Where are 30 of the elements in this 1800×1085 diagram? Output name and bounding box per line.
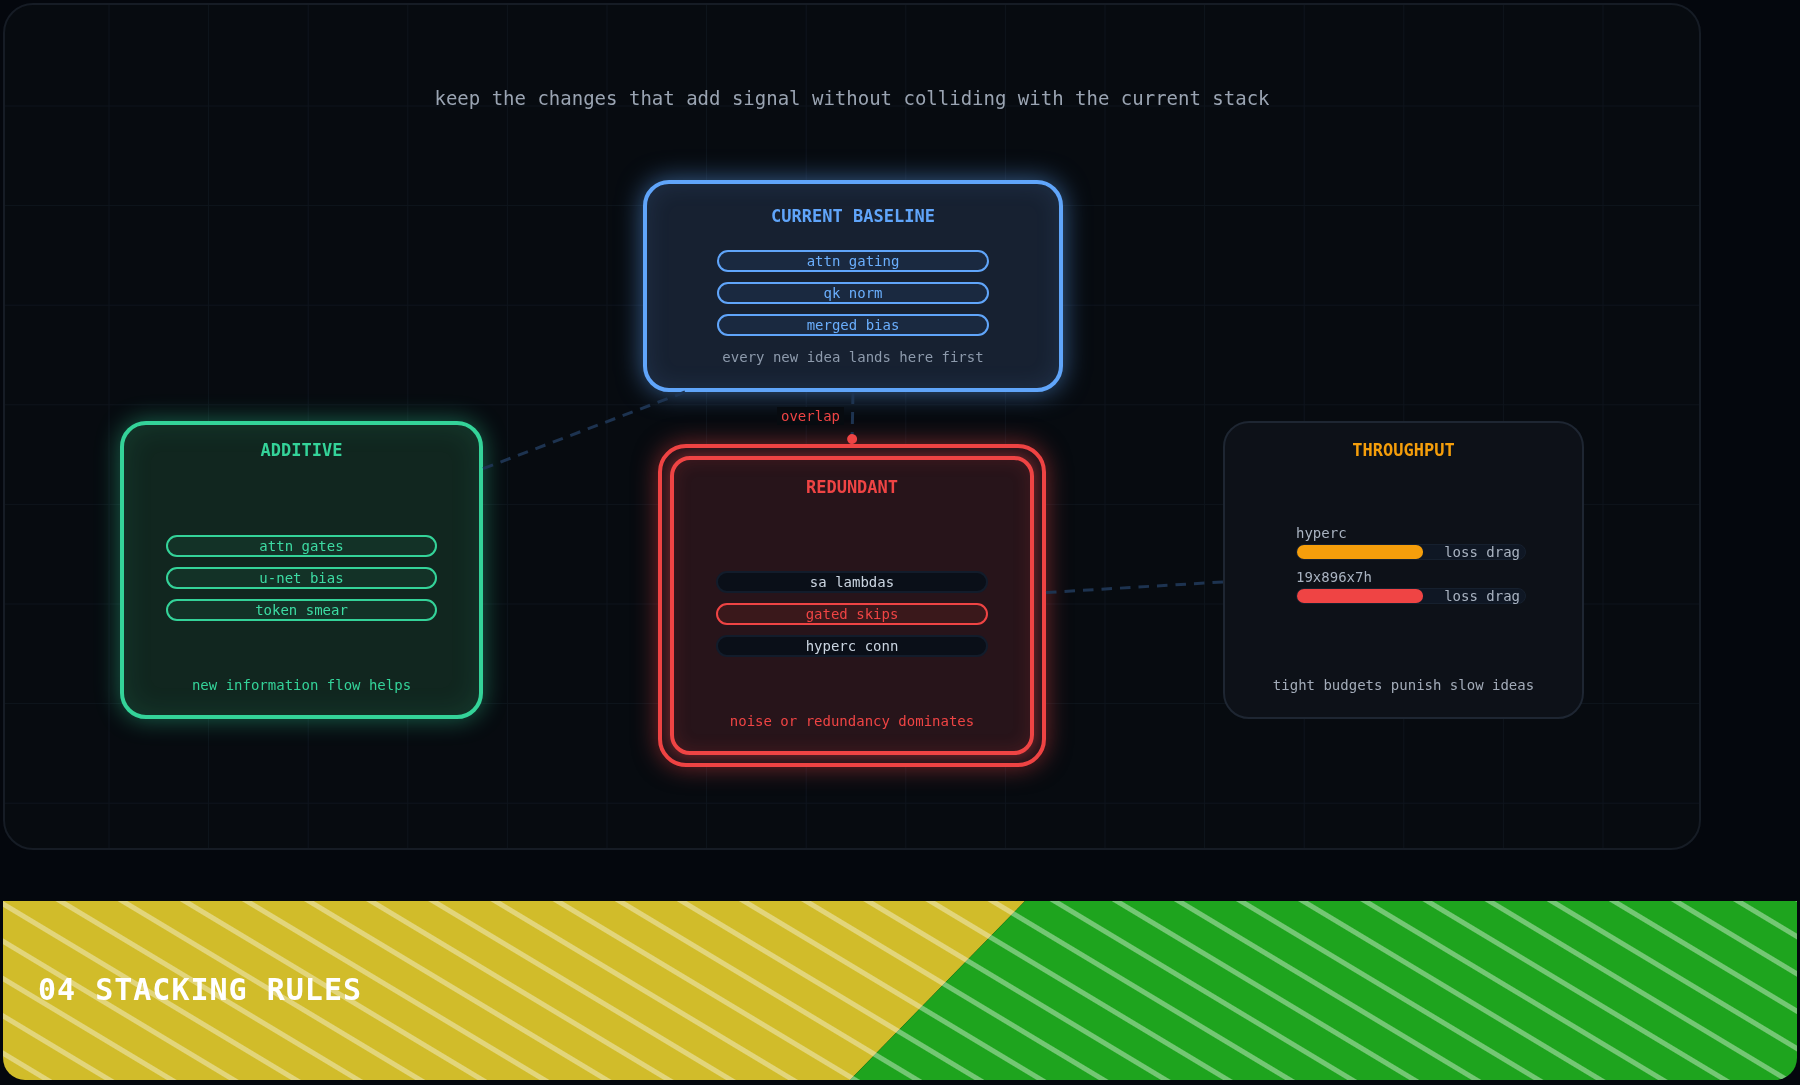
- node-heading: REDUNDANT: [805, 477, 899, 497]
- redundant-card: [658, 444, 1046, 767]
- node-heading: THROUGHPUT: [1352, 440, 1455, 460]
- feature-tag: token smear: [166, 599, 437, 621]
- feature-tag: gated skips: [716, 603, 988, 625]
- bar-note: loss drag: [1444, 589, 1520, 603]
- feature-tag: sa lambdas: [716, 571, 988, 593]
- node-heading: ADDITIVE: [260, 440, 343, 460]
- feature-tag: attn gating: [717, 250, 989, 272]
- node-caption: tight budgets punish slow ideas: [1272, 676, 1535, 694]
- dashed-connector: [1045, 580, 1224, 595]
- feature-tag: merged bias: [717, 314, 989, 336]
- node-caption: every new idea lands here first: [722, 348, 984, 366]
- node-heading: CURRENT BASELINE: [771, 206, 935, 226]
- bar-note: loss drag: [1444, 545, 1520, 559]
- node-caption: new information flow helps: [191, 676, 412, 694]
- throughput-card: [1223, 421, 1584, 719]
- feature-tag: qk norm: [717, 282, 989, 304]
- baseline-card: [643, 180, 1063, 392]
- feature-tag: u-net bias: [166, 567, 437, 589]
- subtitle: keep the changes that add signal without colliding with the current stack: [434, 86, 1270, 110]
- additive-card: [120, 421, 483, 719]
- section-title: 04 STACKING RULES: [38, 972, 363, 1008]
- bar-label: hyperc: [1296, 525, 1347, 542]
- dashed-connector: [847, 391, 858, 445]
- feature-tag: hyperc conn: [716, 635, 988, 657]
- node-caption: noise or redundancy dominates: [729, 712, 975, 730]
- feature-tag: attn gates: [166, 535, 437, 557]
- bar-label: 19x896x7h: [1296, 569, 1372, 586]
- dashed-connector: [482, 390, 686, 471]
